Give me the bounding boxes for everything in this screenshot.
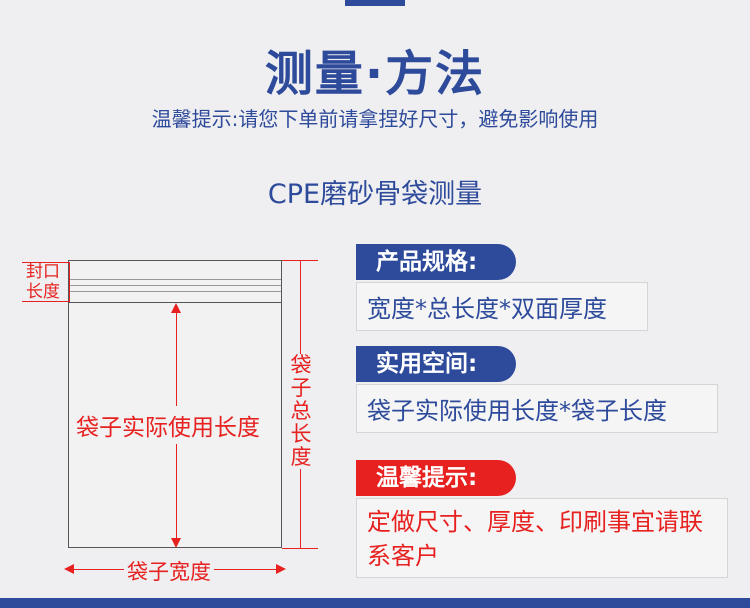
page-title: 测量·方法 <box>264 46 486 102</box>
inner-length-label: 袋子实际使用长度 <box>76 406 260 444</box>
arrow-left-icon <box>64 564 74 574</box>
tips-tag: 温馨提示: <box>356 460 516 496</box>
seal-line <box>69 279 281 280</box>
seal-length-label: 封口长度 <box>26 262 60 302</box>
total-length-label: 袋子总长度 <box>289 353 313 469</box>
bottom-accent-bar <box>0 598 750 608</box>
space-box: 袋子实际使用长度*袋子长度 <box>356 384 718 433</box>
arrow-down-icon <box>171 538 181 548</box>
bag-measurement-diagram: 封口长度 袋子实际使用长度 袋子总长度 袋子宽度 <box>0 0 340 600</box>
arrow-right-icon <box>276 564 286 574</box>
tips-box: 定做尺寸、厚度、印刷事宜请联系客户 <box>356 498 728 578</box>
seal-strip <box>69 261 281 303</box>
specs-tag: 产品规格: <box>356 244 516 280</box>
seal-line <box>69 285 281 286</box>
top-accent-tab <box>345 0 405 6</box>
page-subtitle: 温馨提示:请您下单前请拿捏好尺寸，避免影响使用 <box>151 107 599 131</box>
arrow-up-icon <box>171 303 181 313</box>
specs-box: 宽度*总长度*双面厚度 <box>356 282 648 331</box>
seal-line <box>69 291 281 292</box>
width-label: 袋子宽度 <box>124 556 214 586</box>
section-title: CPE磨砂骨袋测量 <box>267 179 483 210</box>
space-tag: 实用空间: <box>356 346 516 382</box>
seal-length-bracket <box>22 262 70 302</box>
